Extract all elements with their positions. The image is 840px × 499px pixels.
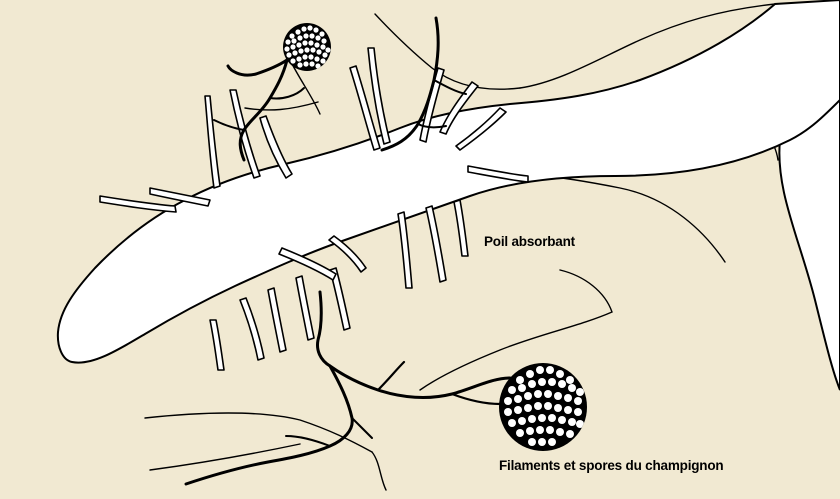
spore-cluster-icon: [499, 363, 587, 451]
label-root-hair: Poil absorbant: [484, 234, 575, 249]
spore-cluster-icon: [283, 23, 331, 71]
label-fungus-filaments-spores: Filaments et spores du champignon: [499, 458, 723, 473]
